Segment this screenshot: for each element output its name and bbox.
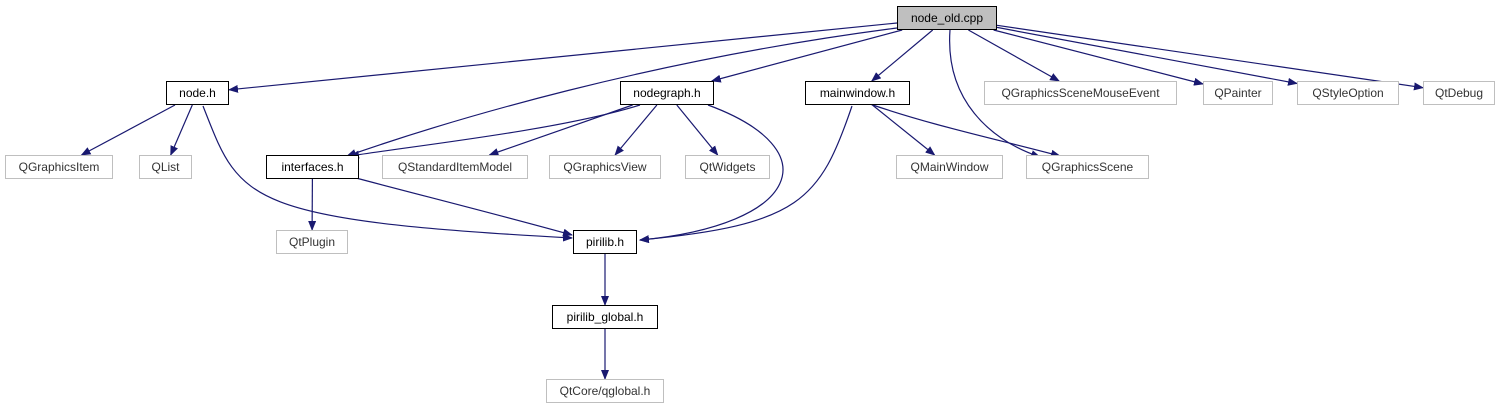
edge-node_h-to-QList <box>170 104 193 156</box>
node-nodegraph-h[interactable]: nodegraph.h <box>620 81 714 105</box>
node-qmainwindow: QMainWindow <box>896 155 1003 179</box>
node-interfaces-h[interactable]: interfaces.h <box>266 155 359 179</box>
node-qgraphicsitem: QGraphicsItem <box>5 155 113 179</box>
node-qgraphicsscenemouseevent: QGraphicsSceneMouseEvent <box>984 81 1177 105</box>
node-qpainter: QPainter <box>1203 81 1273 105</box>
node-qtdebug: QtDebug <box>1423 81 1495 105</box>
edge-nodegraph_h-to-QGraphicsView <box>614 104 658 156</box>
edge-node_old_cpp-to-node_h <box>228 22 898 93</box>
edge-mainwindow_h-to-QGraphicsScene <box>869 103 1061 158</box>
edge-interfaces_h-to-pirilib_h <box>355 177 573 237</box>
node-qgraphicsview: QGraphicsView <box>549 155 661 179</box>
node-mainwindow-h[interactable]: mainwindow.h <box>805 81 910 105</box>
edge-node_old_cpp-to-mainwindow_h <box>871 29 934 82</box>
edge-nodegraph_h-to-pirilib_h <box>639 104 784 244</box>
edge-mainwindow_h-to-pirilib_h <box>639 105 853 244</box>
node-qgraphicsscene: QGraphicsScene <box>1026 155 1149 179</box>
edge-node_old_cpp-to-QGraphicsScene <box>949 29 1041 158</box>
edge-node_h-to-pirilib_h <box>202 105 573 242</box>
edge-nodegraph_h-to-interfaces_h <box>349 104 641 159</box>
node-qstandarditemmodel: QStandardItemModel <box>382 155 528 179</box>
edge-node_old_cpp-to-QStyleOption <box>996 26 1298 86</box>
edge-nodegraph_h-to-QStandardItemModel <box>488 104 633 156</box>
node-qglobal-h: QtCore/qglobal.h <box>546 379 664 403</box>
node-pirilib-h[interactable]: pirilib.h <box>573 230 637 254</box>
node-pirilib-global-h[interactable]: pirilib_global.h <box>552 305 658 329</box>
edge-node_old_cpp-to-interfaces_h <box>346 27 898 157</box>
edge-mainwindow_h-to-QMainWindow <box>872 104 936 156</box>
node-qlist: QList <box>139 155 192 179</box>
node-qtwidgets: QtWidgets <box>685 155 770 179</box>
node-qstyleoption: QStyleOption <box>1297 81 1399 105</box>
edge-node_old_cpp-to-nodegraph_h <box>710 29 903 83</box>
edge-nodegraph_h-to-QtWidgets <box>676 104 719 156</box>
edge-node_h-to-QGraphicsItem <box>80 104 176 156</box>
edge-node_old_cpp-to-QGraphicsSceneMouseEvent <box>968 29 1060 82</box>
edge-node_old_cpp-to-QPainter <box>993 29 1204 86</box>
node-node-old-cpp[interactable]: node_old.cpp <box>897 6 997 30</box>
edge-node_old_cpp-to-QtDebug <box>996 24 1424 91</box>
node-node-h[interactable]: node.h <box>166 81 229 105</box>
node-qtplugin: QtPlugin <box>276 230 348 254</box>
